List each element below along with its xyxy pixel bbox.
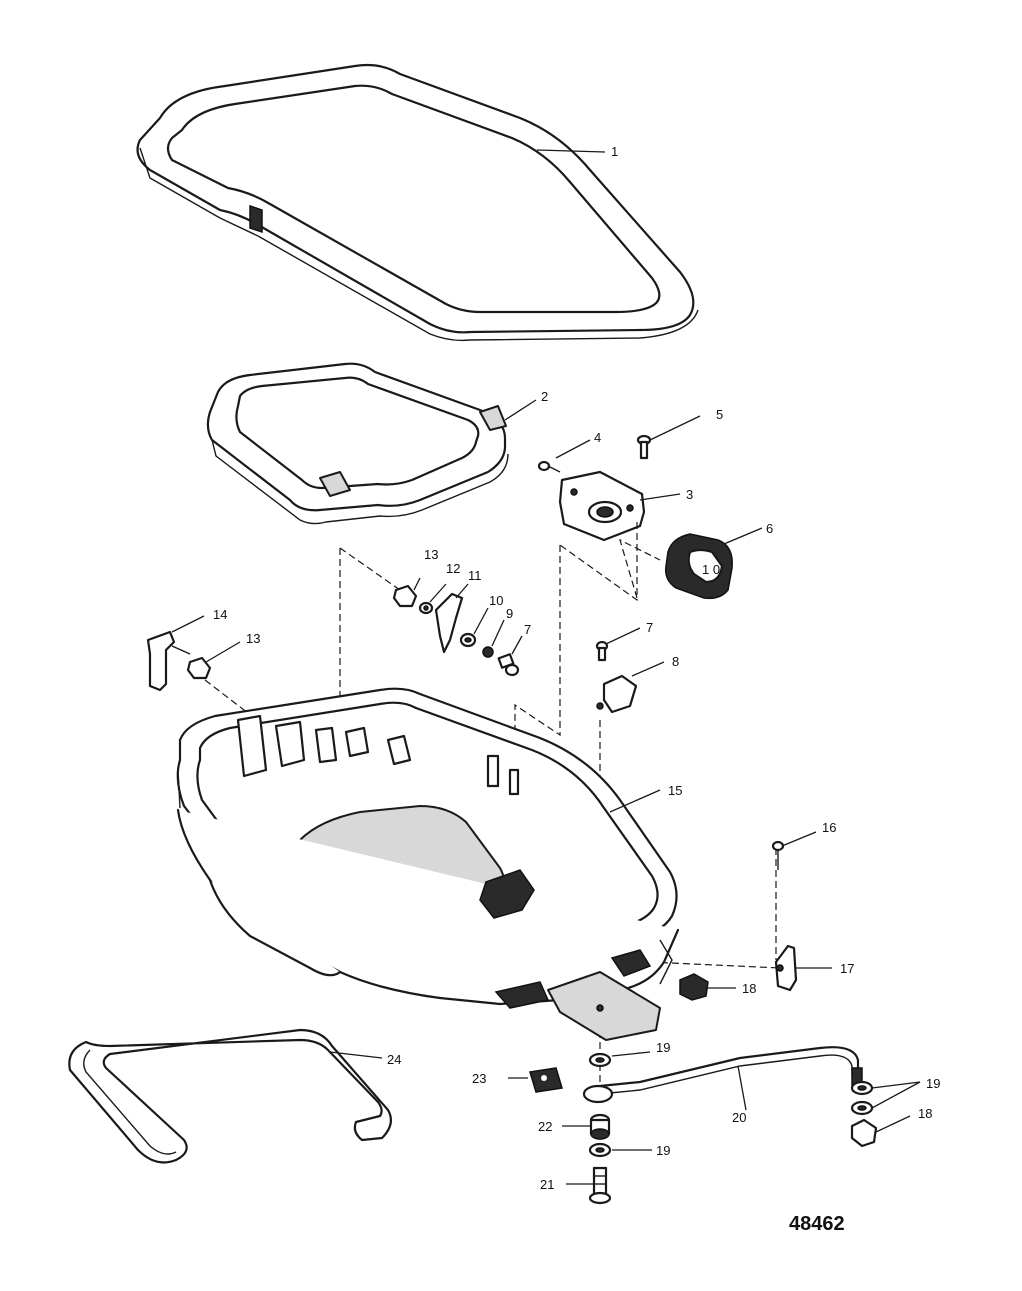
leader-13b: [205, 641, 241, 663]
callout-6: 6: [766, 521, 773, 536]
leader-19d: [871, 1081, 921, 1109]
part-2-lower-seal: [206, 362, 509, 525]
part-19-washers-right: [850, 1080, 874, 1116]
callout-21: 21: [540, 1177, 554, 1192]
leader-19a: [611, 1051, 651, 1057]
part-4-screw: [537, 460, 561, 473]
leader-18b: [875, 1115, 911, 1133]
callout-8: 8: [672, 654, 679, 669]
leader-6: [723, 527, 763, 545]
callout-7b: 7: [646, 620, 653, 635]
part-12-washer: [418, 601, 434, 615]
callout-24: 24: [387, 1052, 401, 1067]
part-14-latch-handle: [146, 630, 191, 692]
leader-15: [609, 789, 661, 813]
callout-19b: 19: [656, 1143, 670, 1158]
leader-9: [491, 619, 505, 647]
leader-10: [473, 607, 489, 635]
callout-2: 2: [541, 389, 548, 404]
callout-17: 17: [840, 961, 854, 976]
figure-number: 48462: [789, 1213, 845, 1235]
part-5-screw: [636, 434, 652, 460]
callout-1: 1: [611, 144, 618, 159]
leader-13a: [413, 577, 421, 591]
callout-5: 5: [716, 407, 723, 422]
callout-15: 15: [668, 783, 682, 798]
part-13-nut-upper: [392, 584, 418, 608]
callout-19a: 19: [656, 1040, 670, 1055]
leader-14: [171, 615, 205, 633]
callout-13a: 13: [424, 547, 438, 562]
callout-4: 4: [594, 430, 601, 445]
part-23-grommet: [529, 1067, 563, 1093]
leader-5: [649, 415, 701, 441]
part-21-bolt: [588, 1166, 612, 1205]
part-6-mount: 1 0: [664, 533, 733, 600]
part-8-clip: [596, 674, 638, 714]
leader-8: [631, 661, 665, 677]
callout-16: 16: [822, 820, 836, 835]
callout-7a: 7: [524, 622, 531, 637]
part-18-nut-lower: [850, 1118, 878, 1148]
part-17-link: [774, 944, 798, 992]
callout-19c: 19: [926, 1076, 940, 1091]
callout-9: 9: [506, 606, 513, 621]
leader-7a: [511, 635, 523, 655]
leader-1: [536, 149, 606, 153]
part-3-bracket: [558, 470, 646, 542]
callout-22: 22: [538, 1119, 552, 1134]
part-20-link-rod: [582, 1046, 863, 1104]
part-18-nut-upper: [679, 973, 709, 1001]
leader-24: [329, 1051, 383, 1059]
callout-18a: 18: [742, 981, 756, 996]
leader-7b: [605, 627, 641, 645]
part-1-top-seal: [136, 63, 699, 342]
callout-3: 3: [686, 487, 693, 502]
part-13-nut-lower: [186, 656, 212, 680]
part-10-washer: [459, 632, 477, 648]
part-19-washer-lower: [588, 1142, 612, 1158]
leader-11: [455, 583, 469, 599]
leader-16: [781, 831, 817, 847]
part-19-washer-upper: [588, 1052, 612, 1068]
callout-23: 23: [472, 1071, 486, 1086]
part-24-handle: [68, 1028, 393, 1164]
svg-text:1 0: 1 0: [702, 562, 720, 577]
callout-13b: 13: [246, 631, 260, 646]
callout-11: 11: [468, 568, 482, 583]
part-15-bottom-cowl: [176, 687, 680, 1009]
part-11-latch-plate: [434, 592, 464, 654]
part-7-screw-upper: [497, 653, 520, 677]
part-lower-bracket: [547, 971, 661, 1041]
leader-19c: [871, 1081, 921, 1089]
callout-20: 20: [732, 1110, 746, 1125]
part-9-lockwasher: [482, 646, 494, 658]
callout-14: 14: [213, 607, 227, 622]
leader-12: [429, 583, 447, 603]
part-22-spacer: [589, 1113, 611, 1140]
leader-2: [504, 399, 537, 421]
callout-10: 10: [489, 593, 503, 608]
callout-18b: 18: [918, 1106, 932, 1121]
leader-20: [737, 1065, 747, 1111]
part-16-bolt: [771, 840, 785, 870]
leader-3: [639, 493, 681, 501]
callout-12: 12: [446, 561, 460, 576]
leader-4: [555, 439, 591, 459]
part-7-screw-lower: [595, 640, 609, 662]
